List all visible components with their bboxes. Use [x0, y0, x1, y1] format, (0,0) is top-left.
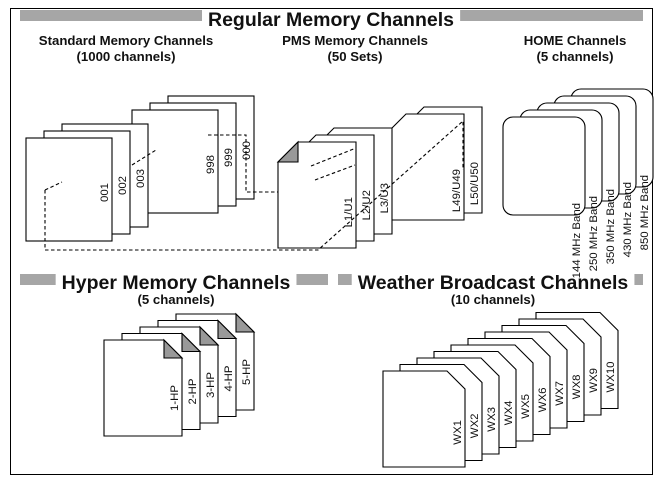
hyper-card-1-shape	[103, 339, 183, 437]
hyper-card-3-dog-ear	[199, 325, 220, 346]
weather-card-wx1-shape	[382, 370, 466, 468]
hyper-card-4-dog-ear	[217, 319, 238, 340]
weather-card-wx1-label: WX1	[452, 420, 464, 445]
pms-card-stack: L50/U50 L49/U49 L3/U3 L2/U2 L1/U1	[276, 106, 483, 249]
pms-card-l2-u2-label: L2/U2	[361, 190, 373, 220]
home-card-4-label: 430 MHz Band	[622, 182, 634, 257]
standard-internal-connector	[44, 181, 63, 191]
pms-card-l49-u49-label: L49/U49	[451, 169, 463, 212]
standard-gap-connector	[131, 149, 157, 166]
regular-title-backing	[202, 9, 461, 22]
standard-card-998-label: 998	[205, 155, 217, 174]
home-card-stack: 850 MHz Band 430 MHz Band 350 MHz Band 250 …	[502, 88, 654, 278]
standard-card-stack: 000 999 998 003 002 001	[25, 95, 255, 242]
home-title: HOME Channels	[524, 33, 627, 48]
home-card-3-label: 350 MHz Band	[605, 189, 617, 264]
pms-count: (50 Sets)	[328, 49, 383, 64]
standard-card-999-label: 999	[223, 148, 235, 167]
hyper-title-backing	[55, 273, 297, 285]
hyper-card-5-label: 5-HP	[241, 359, 253, 385]
pms-card-l1-u1: L1/U1	[276, 140, 357, 249]
home-card-5-label: 850 MHz Band	[639, 175, 651, 250]
pms-title: PMS Memory Channels	[282, 33, 428, 48]
home-card-2-label: 250 MHz Band	[588, 196, 600, 271]
hyper-card-5-dog-ear	[235, 312, 256, 333]
home-card-1: 144 MHz Band	[502, 116, 586, 278]
weather-title: Weather Broadcast Channels	[358, 272, 629, 294]
standard-card-000-label: 000	[241, 141, 253, 160]
standard-gap-bracket	[208, 134, 278, 193]
pms-card-l3-u3-label: L3/U3	[379, 183, 391, 213]
pms-card-l1-u1-dog-ear	[276, 140, 299, 163]
standard-card-002-label: 002	[117, 176, 129, 195]
pms-card-l49-u49: L49/U49	[385, 113, 465, 221]
hyper-card-1-label: 1-HP	[169, 385, 181, 411]
hyper-count: (5 channels)	[138, 292, 215, 307]
weather-card-wx3-label: WX3	[486, 407, 498, 432]
hyper-card-1-dog-ear	[163, 338, 184, 359]
weather-card-stack: WX10 WX9 WX8 WX7 WX6 WX5 WX4 WX3 WX2 WX1	[382, 311, 619, 468]
hyper-card-1: 1-HP	[103, 338, 184, 437]
hyper-card-4-label: 4-HP	[223, 366, 235, 392]
standard-title: Standard Memory Channels	[39, 33, 213, 48]
standard-card-001-shape	[25, 137, 113, 242]
regular-title: Regular Memory Channels	[208, 9, 454, 31]
standard-card-001: 001	[25, 137, 113, 242]
outer-frame	[10, 8, 653, 475]
home-card-1-label: 144 MHz Band	[571, 203, 583, 278]
weather-card-wx4-label: WX4	[503, 401, 515, 426]
weather-card-wx2-label: WX2	[469, 414, 481, 439]
pms-gap-connector	[310, 147, 357, 167]
weather-count: (10 channels)	[451, 292, 535, 307]
hyper-card-2-label: 2-HP	[187, 379, 199, 405]
standard-count: (1000 channels)	[77, 49, 176, 64]
weather-card-wx9-label: WX9	[588, 368, 600, 393]
hyper-title: Hyper Memory Channels	[62, 272, 291, 294]
weather-title-backing	[351, 273, 635, 285]
weather-card-wx10-label: WX10	[605, 362, 617, 393]
weather-card-wx5-label: WX5	[520, 394, 532, 419]
hyper-card-3-label: 3-HP	[205, 372, 217, 398]
standard-card-003-label: 003	[135, 169, 147, 188]
pms-card-l50-u50-label: L50/U50	[469, 162, 481, 205]
standard-to-pms-connector	[44, 119, 464, 251]
hyper-card-2-dog-ear	[181, 332, 202, 353]
hyper-card-stack: 5-HP 4-HP 3-HP 2-HP 1-HP	[103, 312, 256, 437]
weather-card-wx1: WX1	[382, 370, 466, 468]
standard-card-001-label: 001	[99, 183, 111, 202]
weather-card-wx7-label: WX7	[554, 381, 566, 406]
pms-gap-connector-2	[314, 164, 356, 181]
weather-card-wx6-label: WX6	[537, 388, 549, 413]
home-card-1-shape	[502, 116, 586, 216]
weather-card-wx8-label: WX8	[571, 375, 583, 400]
home-count: (5 channels)	[537, 49, 614, 64]
